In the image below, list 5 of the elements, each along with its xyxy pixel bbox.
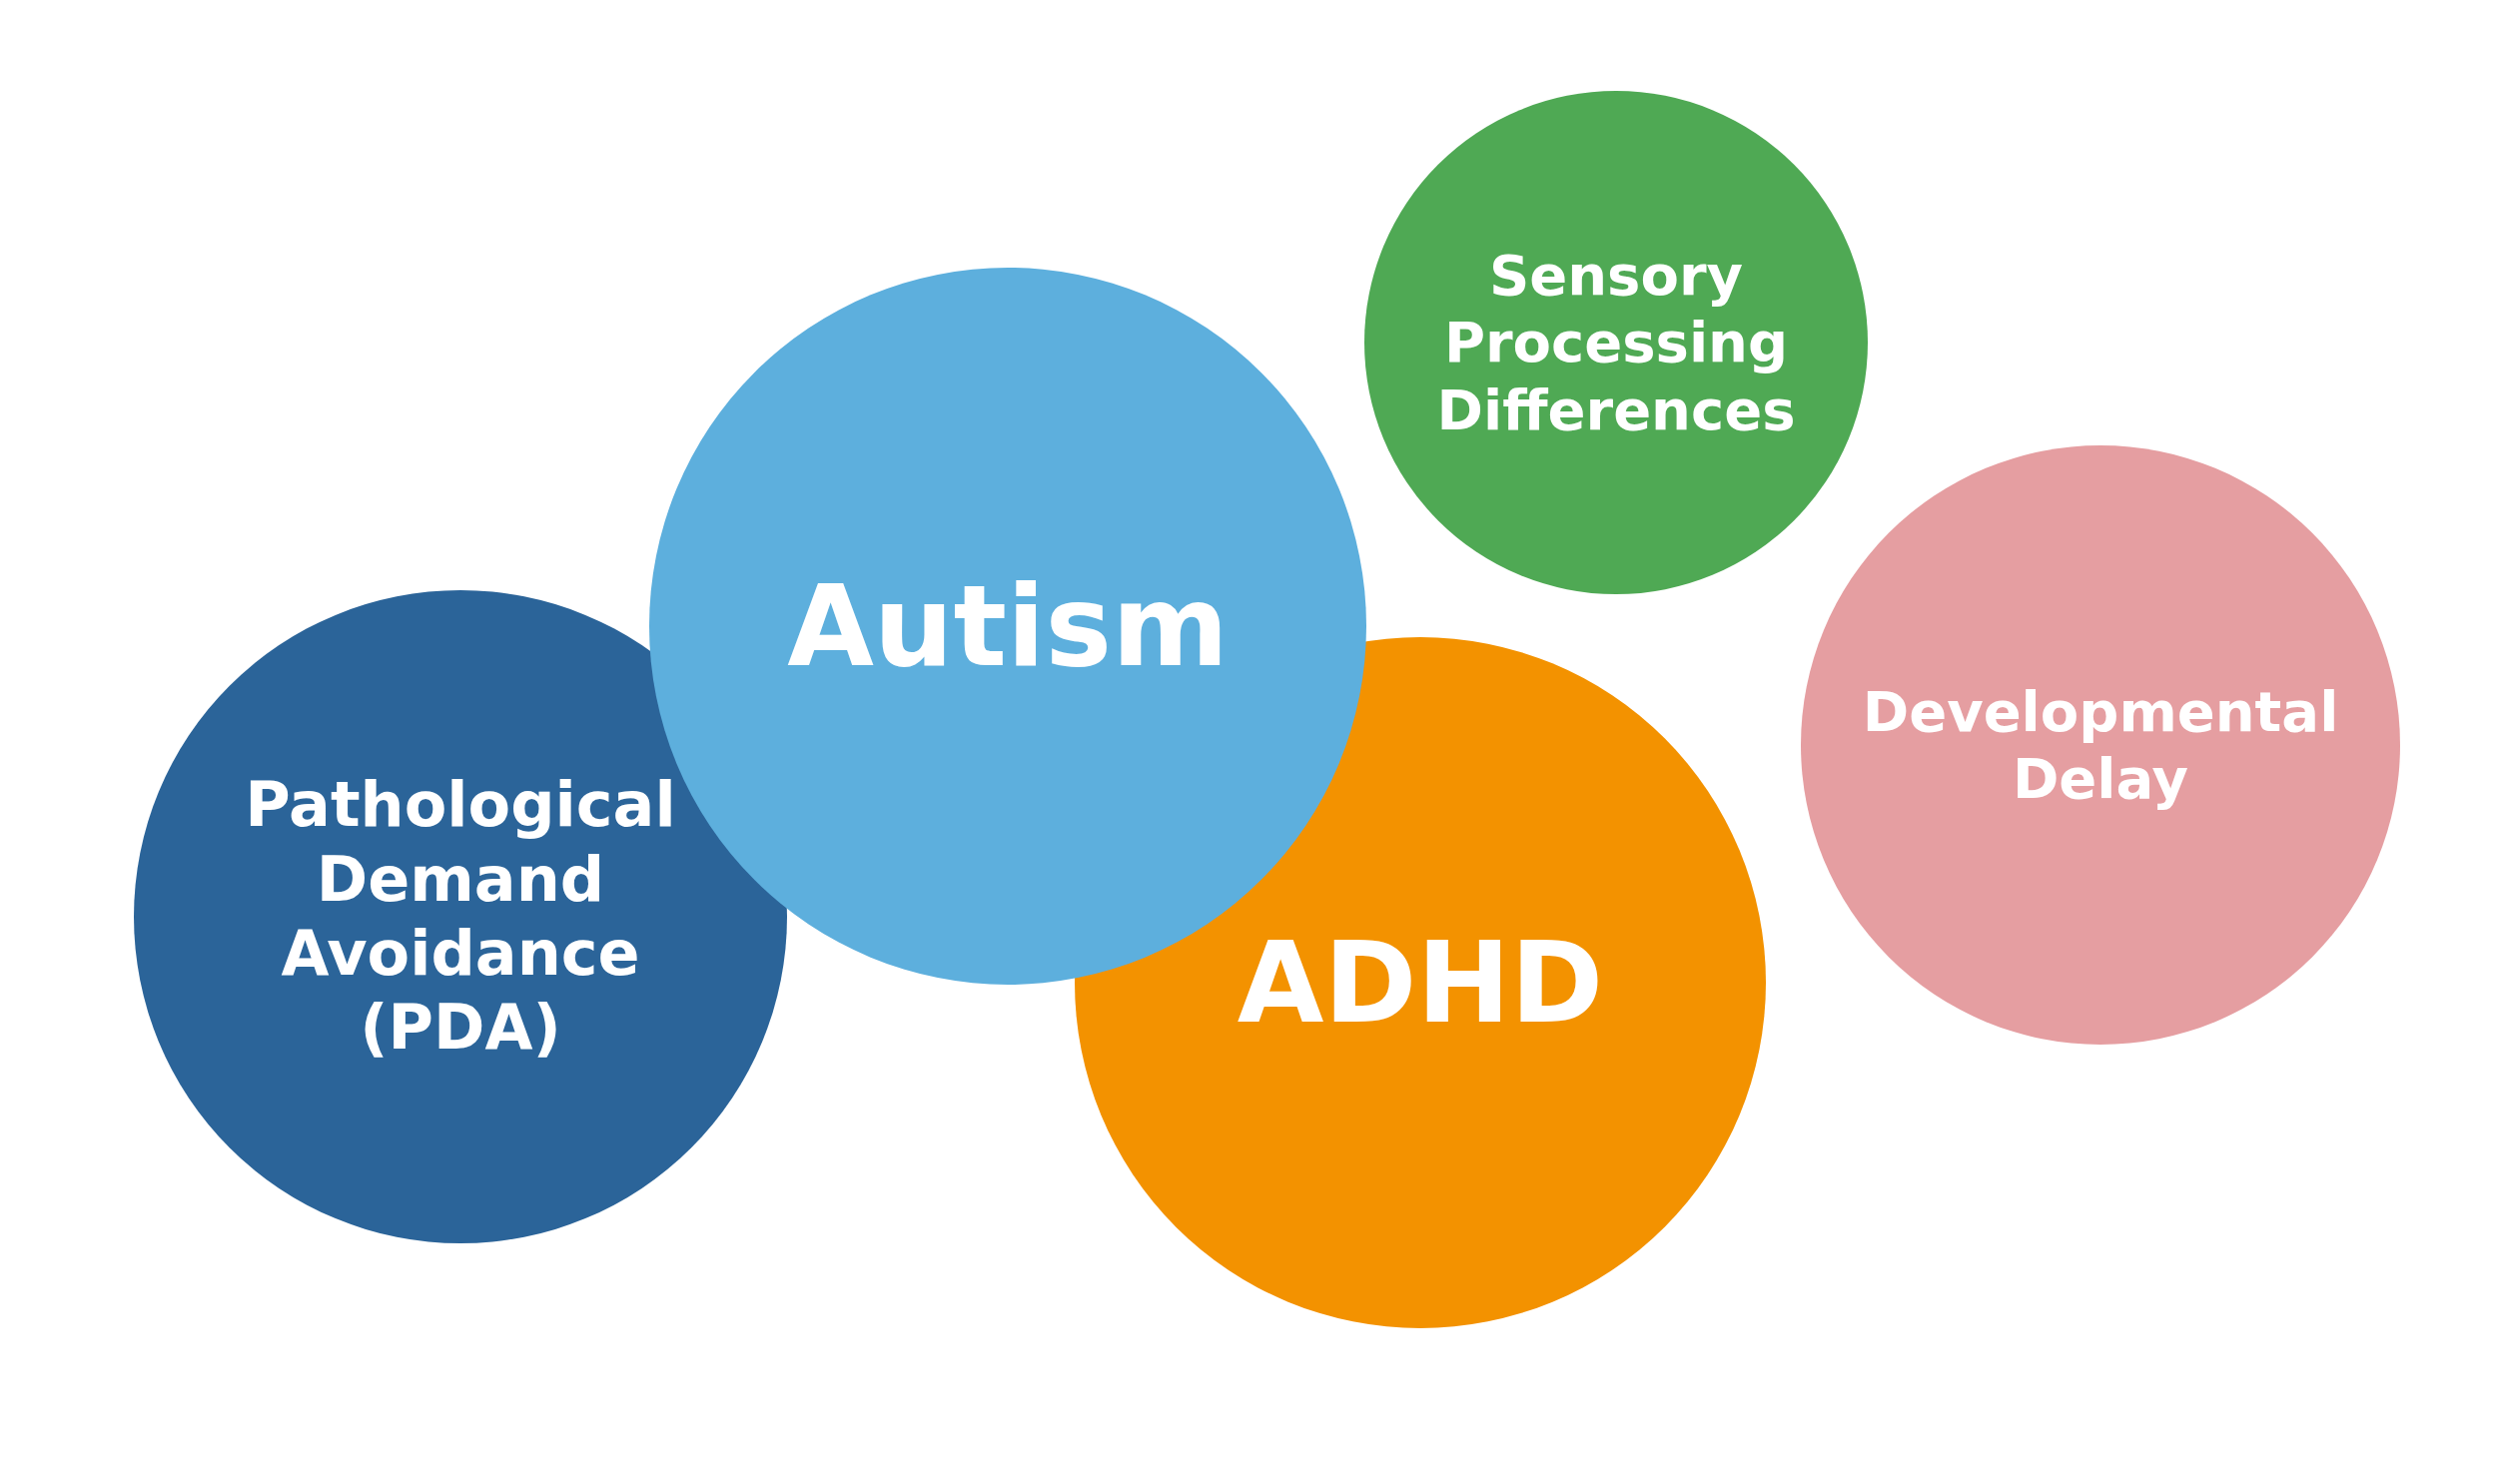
circle-label: Autism (787, 559, 1229, 693)
circle-label: Developmental Delay (1861, 677, 2340, 813)
circle-label: ADHD (1237, 916, 1604, 1050)
circle-label: Pathological Demand Avoidance (PDA) (244, 768, 677, 1066)
circle-label: Sensory Processing Differences (1436, 242, 1796, 443)
